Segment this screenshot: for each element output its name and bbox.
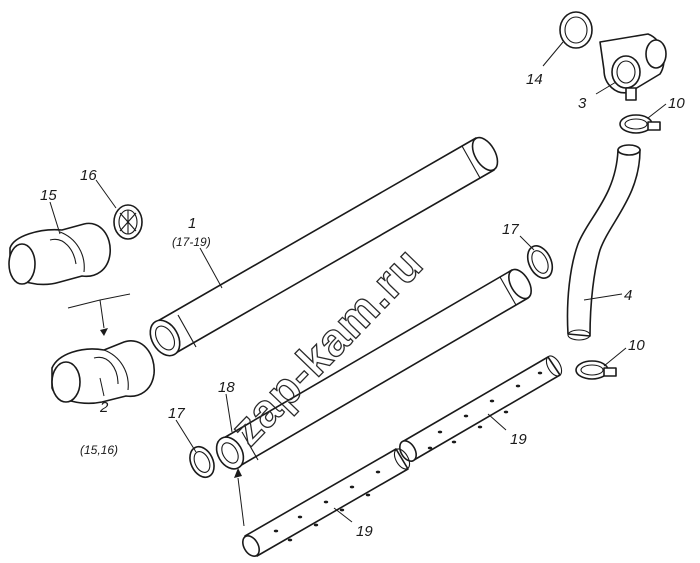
elbow-housing-part-15 [8,222,111,286]
perforated-pipe-part-19-right [399,355,563,462]
callout-18: 18 [218,379,235,396]
callout-1-subparts: (17-19) [172,235,211,249]
callout-15: 15 [40,187,57,204]
leader-lines [49,41,667,527]
clamp-part-10-top [619,114,661,134]
callout-19-right: 19 [510,431,527,448]
callout-16: 16 [80,167,97,184]
callout-1: 1 [188,215,196,232]
cap-part-14 [559,11,593,49]
callout-2: 2 [99,399,109,416]
swirl-insert-part-16 [113,204,143,240]
seal-ring-part-17-left [189,445,215,479]
callout-17-left: 17 [168,405,185,422]
clamp-part-10-bottom [575,360,617,380]
callout-17-right: 17 [502,221,519,238]
callout-2-subparts: (15,16) [80,443,118,457]
hose-part-4 [566,144,641,341]
tee-fitting-part-3 [599,33,667,101]
callout-4: 4 [624,287,632,304]
elbow-housing-part-2 [51,340,155,404]
pipe-part-18 [215,268,532,470]
perforated-pipe-part-19-left [242,448,411,557]
callout-10-top: 10 [668,95,685,112]
callout-3: 3 [578,95,587,112]
pipe-part-1 [149,136,499,357]
callout-14: 14 [526,71,543,88]
seal-ring-part-17-right [526,245,554,279]
assembly-arrow [67,293,131,336]
callout-10-bottom: 10 [628,337,645,354]
callout-19-left: 19 [356,523,373,540]
